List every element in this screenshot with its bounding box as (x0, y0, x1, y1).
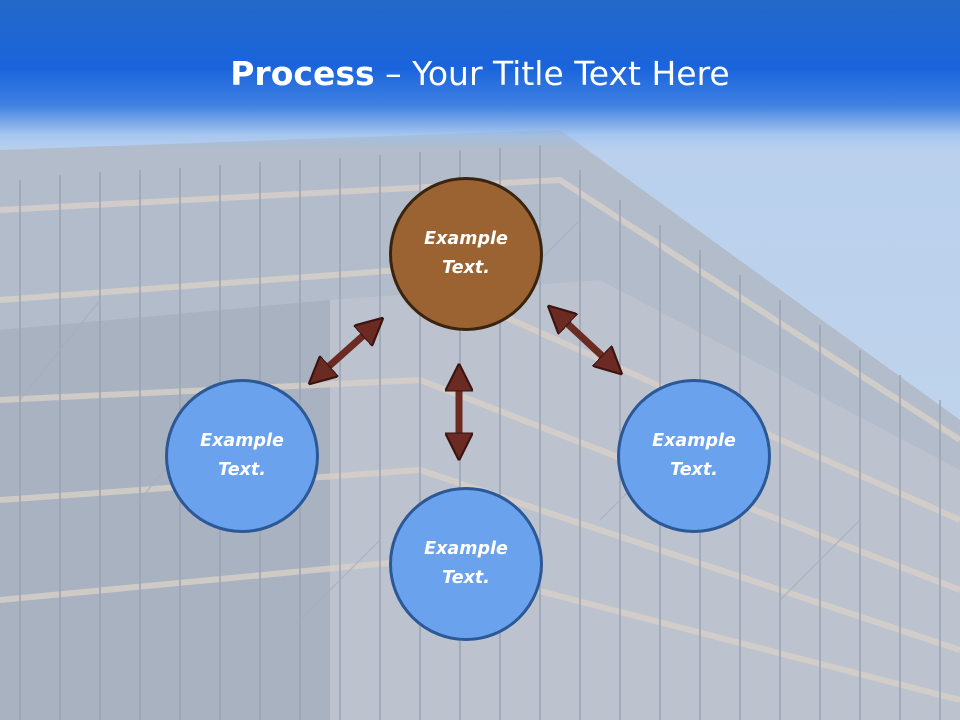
title-rest-text: – Your Title Text Here (374, 54, 730, 93)
node-right-label: Example Text. (652, 431, 736, 480)
node-left-label: Example Text. (200, 431, 284, 480)
arrow-top-right (557, 314, 613, 366)
node-bottom: Example Text. (389, 487, 543, 641)
title-bar (0, 0, 960, 150)
node-right: Example Text. (617, 379, 771, 533)
node-top: Example Text. (389, 177, 543, 331)
slide-title: Process – Your Title Text Here (0, 52, 960, 96)
node-top-label: Example Text. (424, 229, 508, 278)
node-bottom-label: Example Text. (424, 539, 508, 588)
title-bold-text: Process (230, 54, 375, 93)
arrow-top-left (318, 326, 374, 376)
node-left: Example Text. (165, 379, 319, 533)
